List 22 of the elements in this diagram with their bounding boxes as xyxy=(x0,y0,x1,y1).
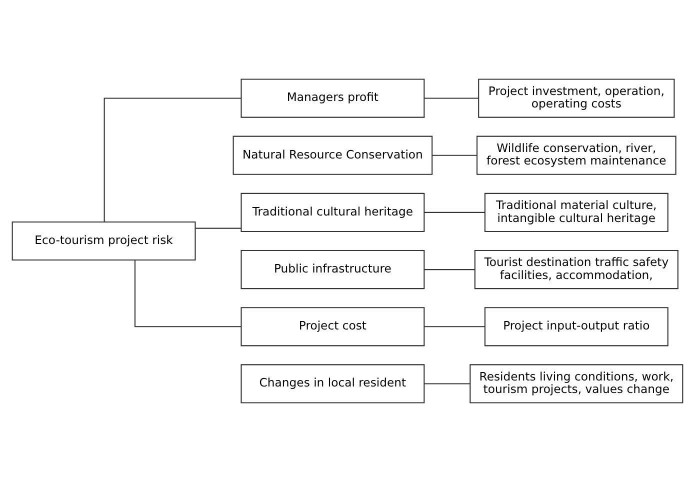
node-box: Project input-output ratio xyxy=(484,307,668,346)
connector xyxy=(432,154,477,156)
connector xyxy=(424,383,470,384)
node-box: Managers profit xyxy=(240,78,425,118)
node-box: Traditional cultural heritage xyxy=(240,192,425,232)
connector xyxy=(134,260,242,328)
node-box: Project investment, operation, operating costs xyxy=(478,78,675,118)
node-box: Traditional material culture, intangible cultural heritage xyxy=(484,192,668,232)
node-box: Natural Resource Conservation xyxy=(232,136,433,175)
node-box: Wildlife conservation, river, forest ecosystem maintenance xyxy=(476,136,676,175)
node-box: Public infrastructure xyxy=(240,250,425,290)
node-box: Tourist destination traffic safety facilities, accommodation, xyxy=(474,250,678,290)
connector xyxy=(424,212,485,213)
node-box: Changes in local resident xyxy=(240,364,425,404)
connector xyxy=(196,228,241,229)
node-box: Residents living conditions, work, tourism projects, values change xyxy=(470,364,684,404)
connector xyxy=(104,98,242,222)
connector xyxy=(424,98,479,99)
connector xyxy=(424,269,474,270)
node-box: Eco-tourism project risk xyxy=(12,221,196,261)
connector xyxy=(424,326,485,328)
node-box: Project cost xyxy=(240,307,425,346)
